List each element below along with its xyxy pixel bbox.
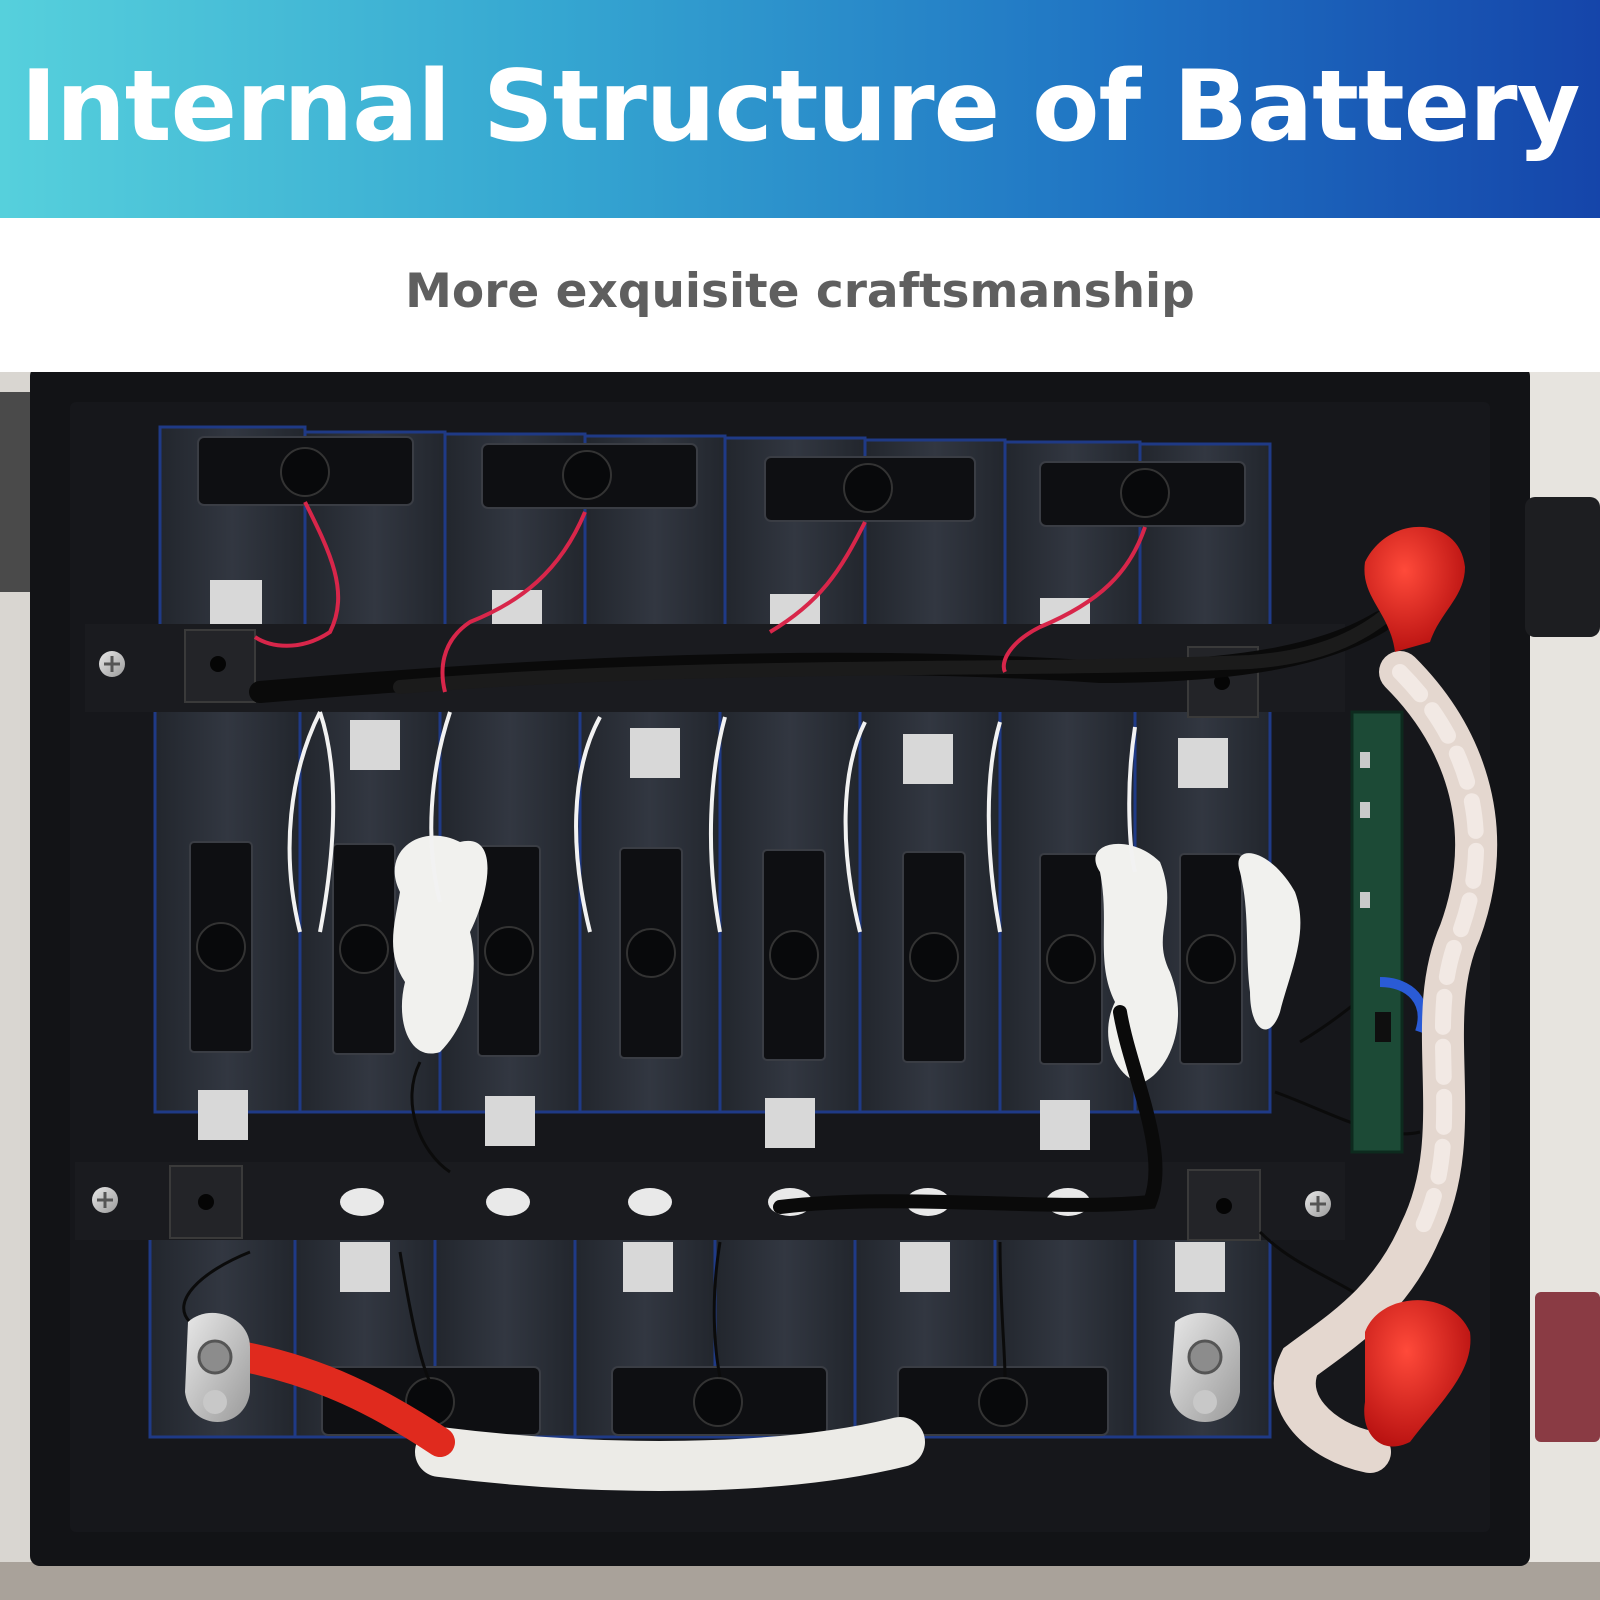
middle-clip-buttons [196, 922, 1236, 984]
bottom-floor [0, 1562, 1600, 1600]
battery-internal-photo [0, 372, 1600, 1600]
white-sense-wires [287, 711, 1137, 933]
bms-board [1350, 710, 1428, 1154]
page-title: Internal Structure of Battery [20, 50, 1581, 164]
red-terminal-cap-top [1364, 526, 1465, 652]
side-red-block [1535, 1292, 1600, 1442]
insulated-cables [415, 651, 1498, 1491]
header-banner [0, 0, 1600, 218]
red-balance-wires [253, 501, 1147, 693]
main-red-cable [230, 1342, 455, 1457]
side-terminal-block [1525, 497, 1600, 637]
braided-wire-harness [249, 605, 1397, 1214]
busbar-clip-buttons [280, 447, 1170, 518]
red-terminal-cap-bottom [1364, 1300, 1471, 1447]
terminal-post-negative [185, 1312, 250, 1422]
terminal-post-positive [1170, 1312, 1240, 1422]
page-subtitle: More exquisite craftsmanship [405, 264, 1195, 319]
